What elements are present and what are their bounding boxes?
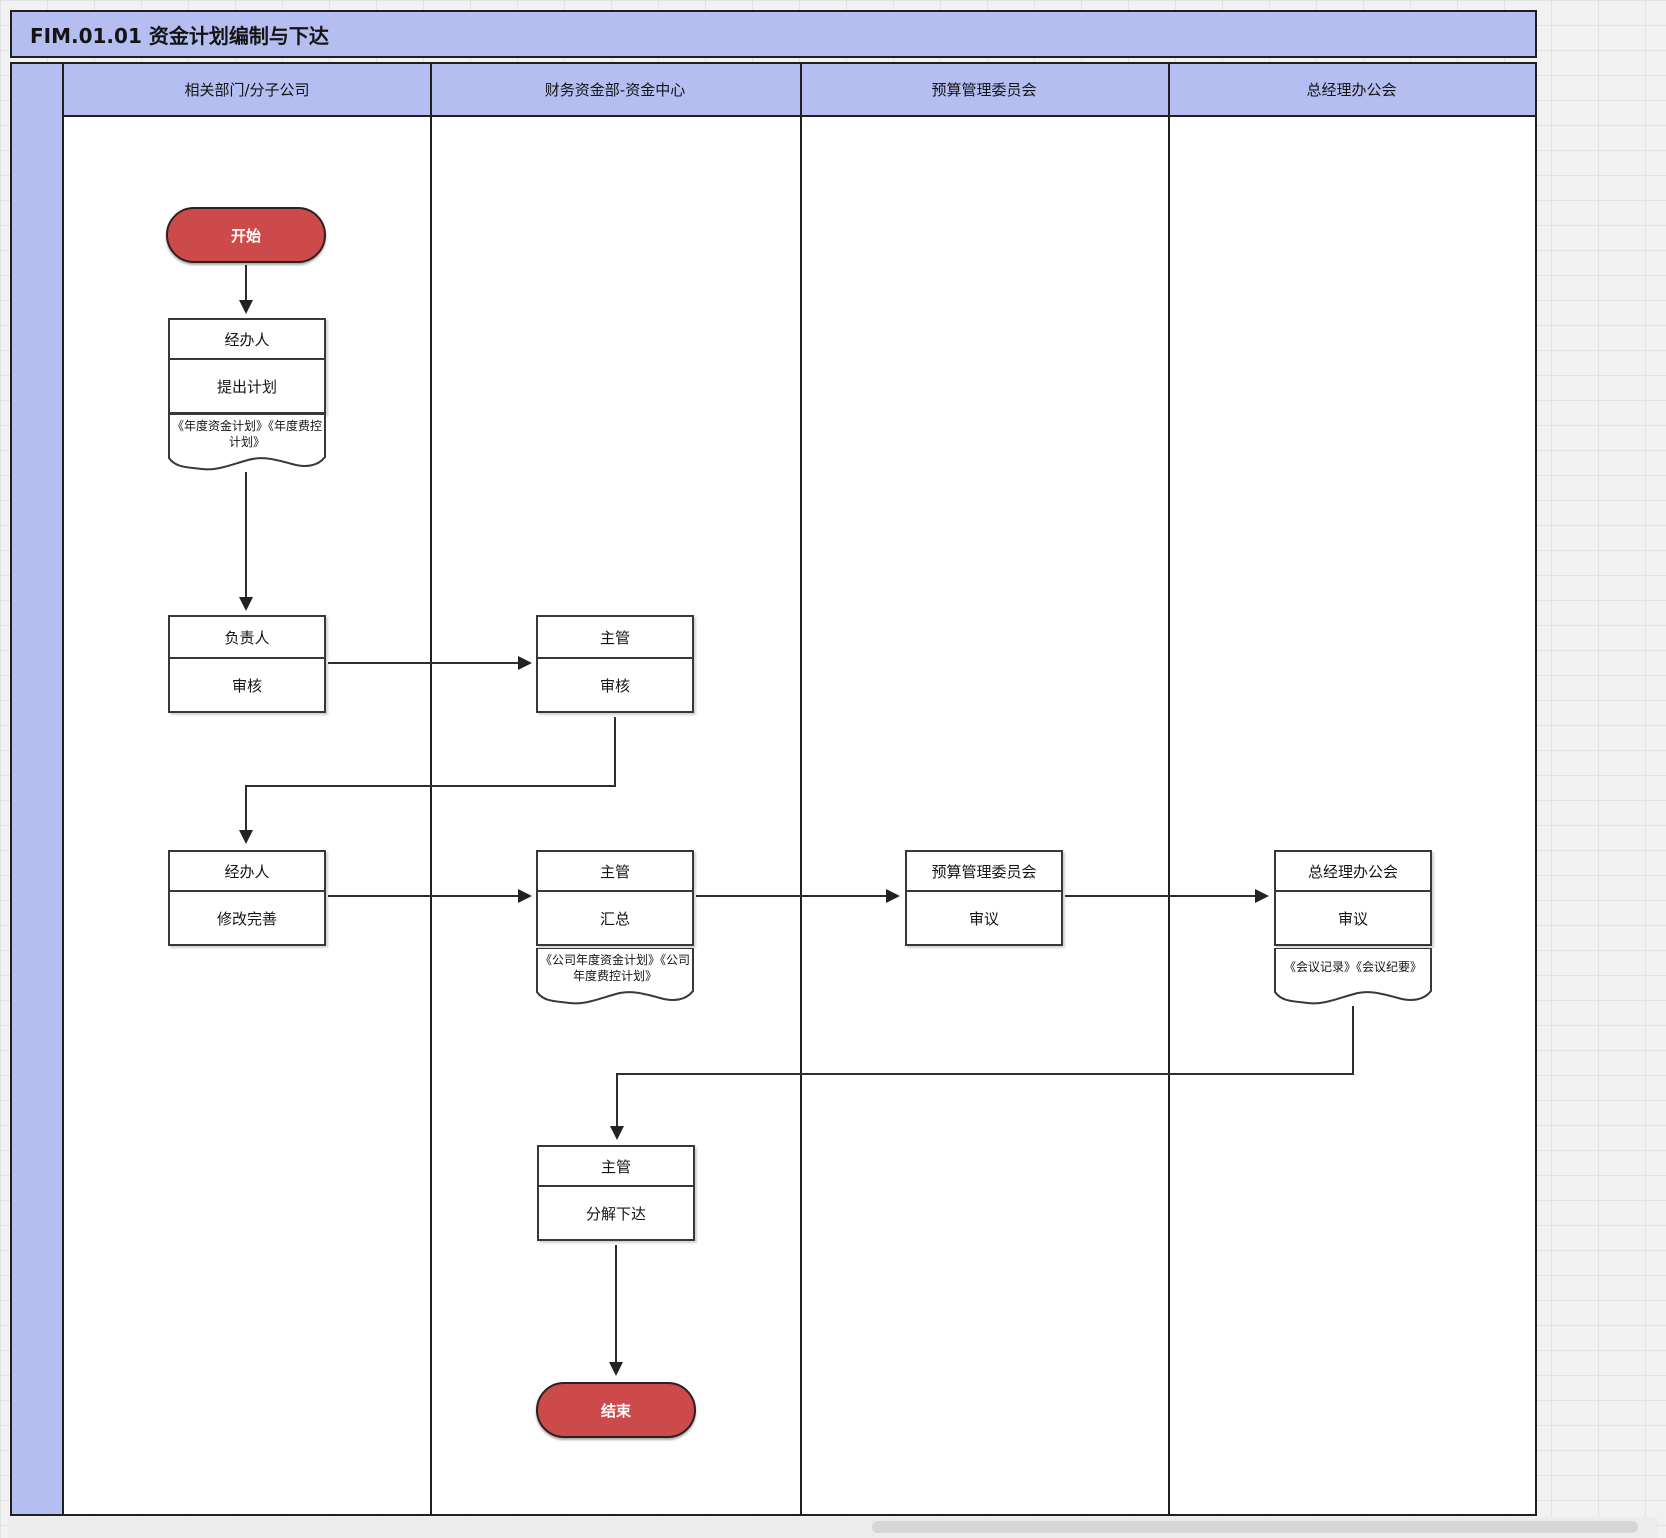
node-action: 提出计划 [216, 377, 277, 396]
node-gm-office-review[interactable]: 总经理办公会 审议 [1274, 850, 1432, 946]
node-action: 修改完善 [216, 909, 277, 928]
document-label: 《会议记录》《会议纪要》 [1283, 960, 1422, 974]
node-propose-plan[interactable]: 经办人 提出计划 [168, 318, 326, 414]
node-action: 汇总 [599, 909, 630, 928]
document-label: 《年度资金计划》《年度费控计划》 [171, 419, 322, 449]
end-node-label: 结束 [600, 1401, 631, 1420]
end-node[interactable]: 结束 [536, 1382, 696, 1438]
node-leader-review[interactable]: 负责人 审核 [168, 615, 326, 713]
lane-header-finance-center: 财务资金部-资金中心 [430, 64, 800, 117]
diagram-title-bar: FIM.01.01 资金计划编制与下达 [10, 10, 1537, 58]
node-action: 审核 [231, 676, 262, 695]
start-node-label: 开始 [230, 226, 261, 245]
document-meeting-minutes[interactable]: 《会议记录》《会议纪要》 [1274, 948, 1432, 1006]
node-manager-review[interactable]: 主管 审核 [536, 615, 694, 713]
node-role: 预算管理委员会 [907, 852, 1061, 892]
document-company-fund-plan[interactable]: 《公司年度资金计划》《公司年度费控计划》 [536, 948, 694, 1006]
node-role: 主管 [538, 852, 692, 892]
node-role: 经办人 [170, 852, 324, 892]
lane-header-label: 预算管理委员会 [931, 81, 1037, 99]
lane-divider [1168, 64, 1170, 1514]
node-role: 经办人 [170, 320, 324, 360]
node-role: 主管 [538, 617, 692, 659]
node-revise[interactable]: 经办人 修改完善 [168, 850, 326, 946]
node-role: 主管 [539, 1147, 693, 1187]
node-issue-plan[interactable]: 主管 分解下达 [537, 1145, 695, 1241]
node-summarize[interactable]: 主管 汇总 [536, 850, 694, 946]
document-annual-fund-plan[interactable]: 《年度资金计划》《年度费控计划》 [168, 414, 326, 472]
node-action: 审核 [599, 676, 630, 695]
start-node[interactable]: 开始 [166, 207, 326, 263]
node-role: 负责人 [170, 617, 324, 659]
node-role: 总经理办公会 [1276, 852, 1430, 892]
document-shape [536, 948, 694, 1005]
lane-header-label: 总经理办公会 [1306, 81, 1397, 99]
lane-header-label: 相关部门/分子公司 [184, 81, 310, 99]
lane-header-budget-committee: 预算管理委员会 [800, 64, 1168, 117]
document-label: 《公司年度资金计划》《公司年度费控计划》 [539, 953, 690, 983]
left-margin-strip [12, 64, 64, 1514]
lane-header-departments: 相关部门/分子公司 [64, 64, 430, 117]
lane-divider [800, 64, 802, 1514]
page-title: FIM.01.01 资金计划编制与下达 [30, 23, 329, 48]
node-action: 审议 [968, 909, 999, 928]
horizontal-scrollbar-thumb[interactable] [872, 1521, 1638, 1533]
node-action: 分解下达 [585, 1204, 646, 1223]
document-shape [1274, 948, 1432, 1005]
node-budget-committee-review[interactable]: 预算管理委员会 审议 [905, 850, 1063, 946]
lane-header-gm-office: 总经理办公会 [1168, 64, 1535, 117]
document-shape [168, 414, 326, 471]
node-action: 审议 [1337, 909, 1368, 928]
horizontal-scrollbar-track[interactable] [8, 1517, 1658, 1538]
lane-header-label: 财务资金部-资金中心 [544, 81, 686, 99]
